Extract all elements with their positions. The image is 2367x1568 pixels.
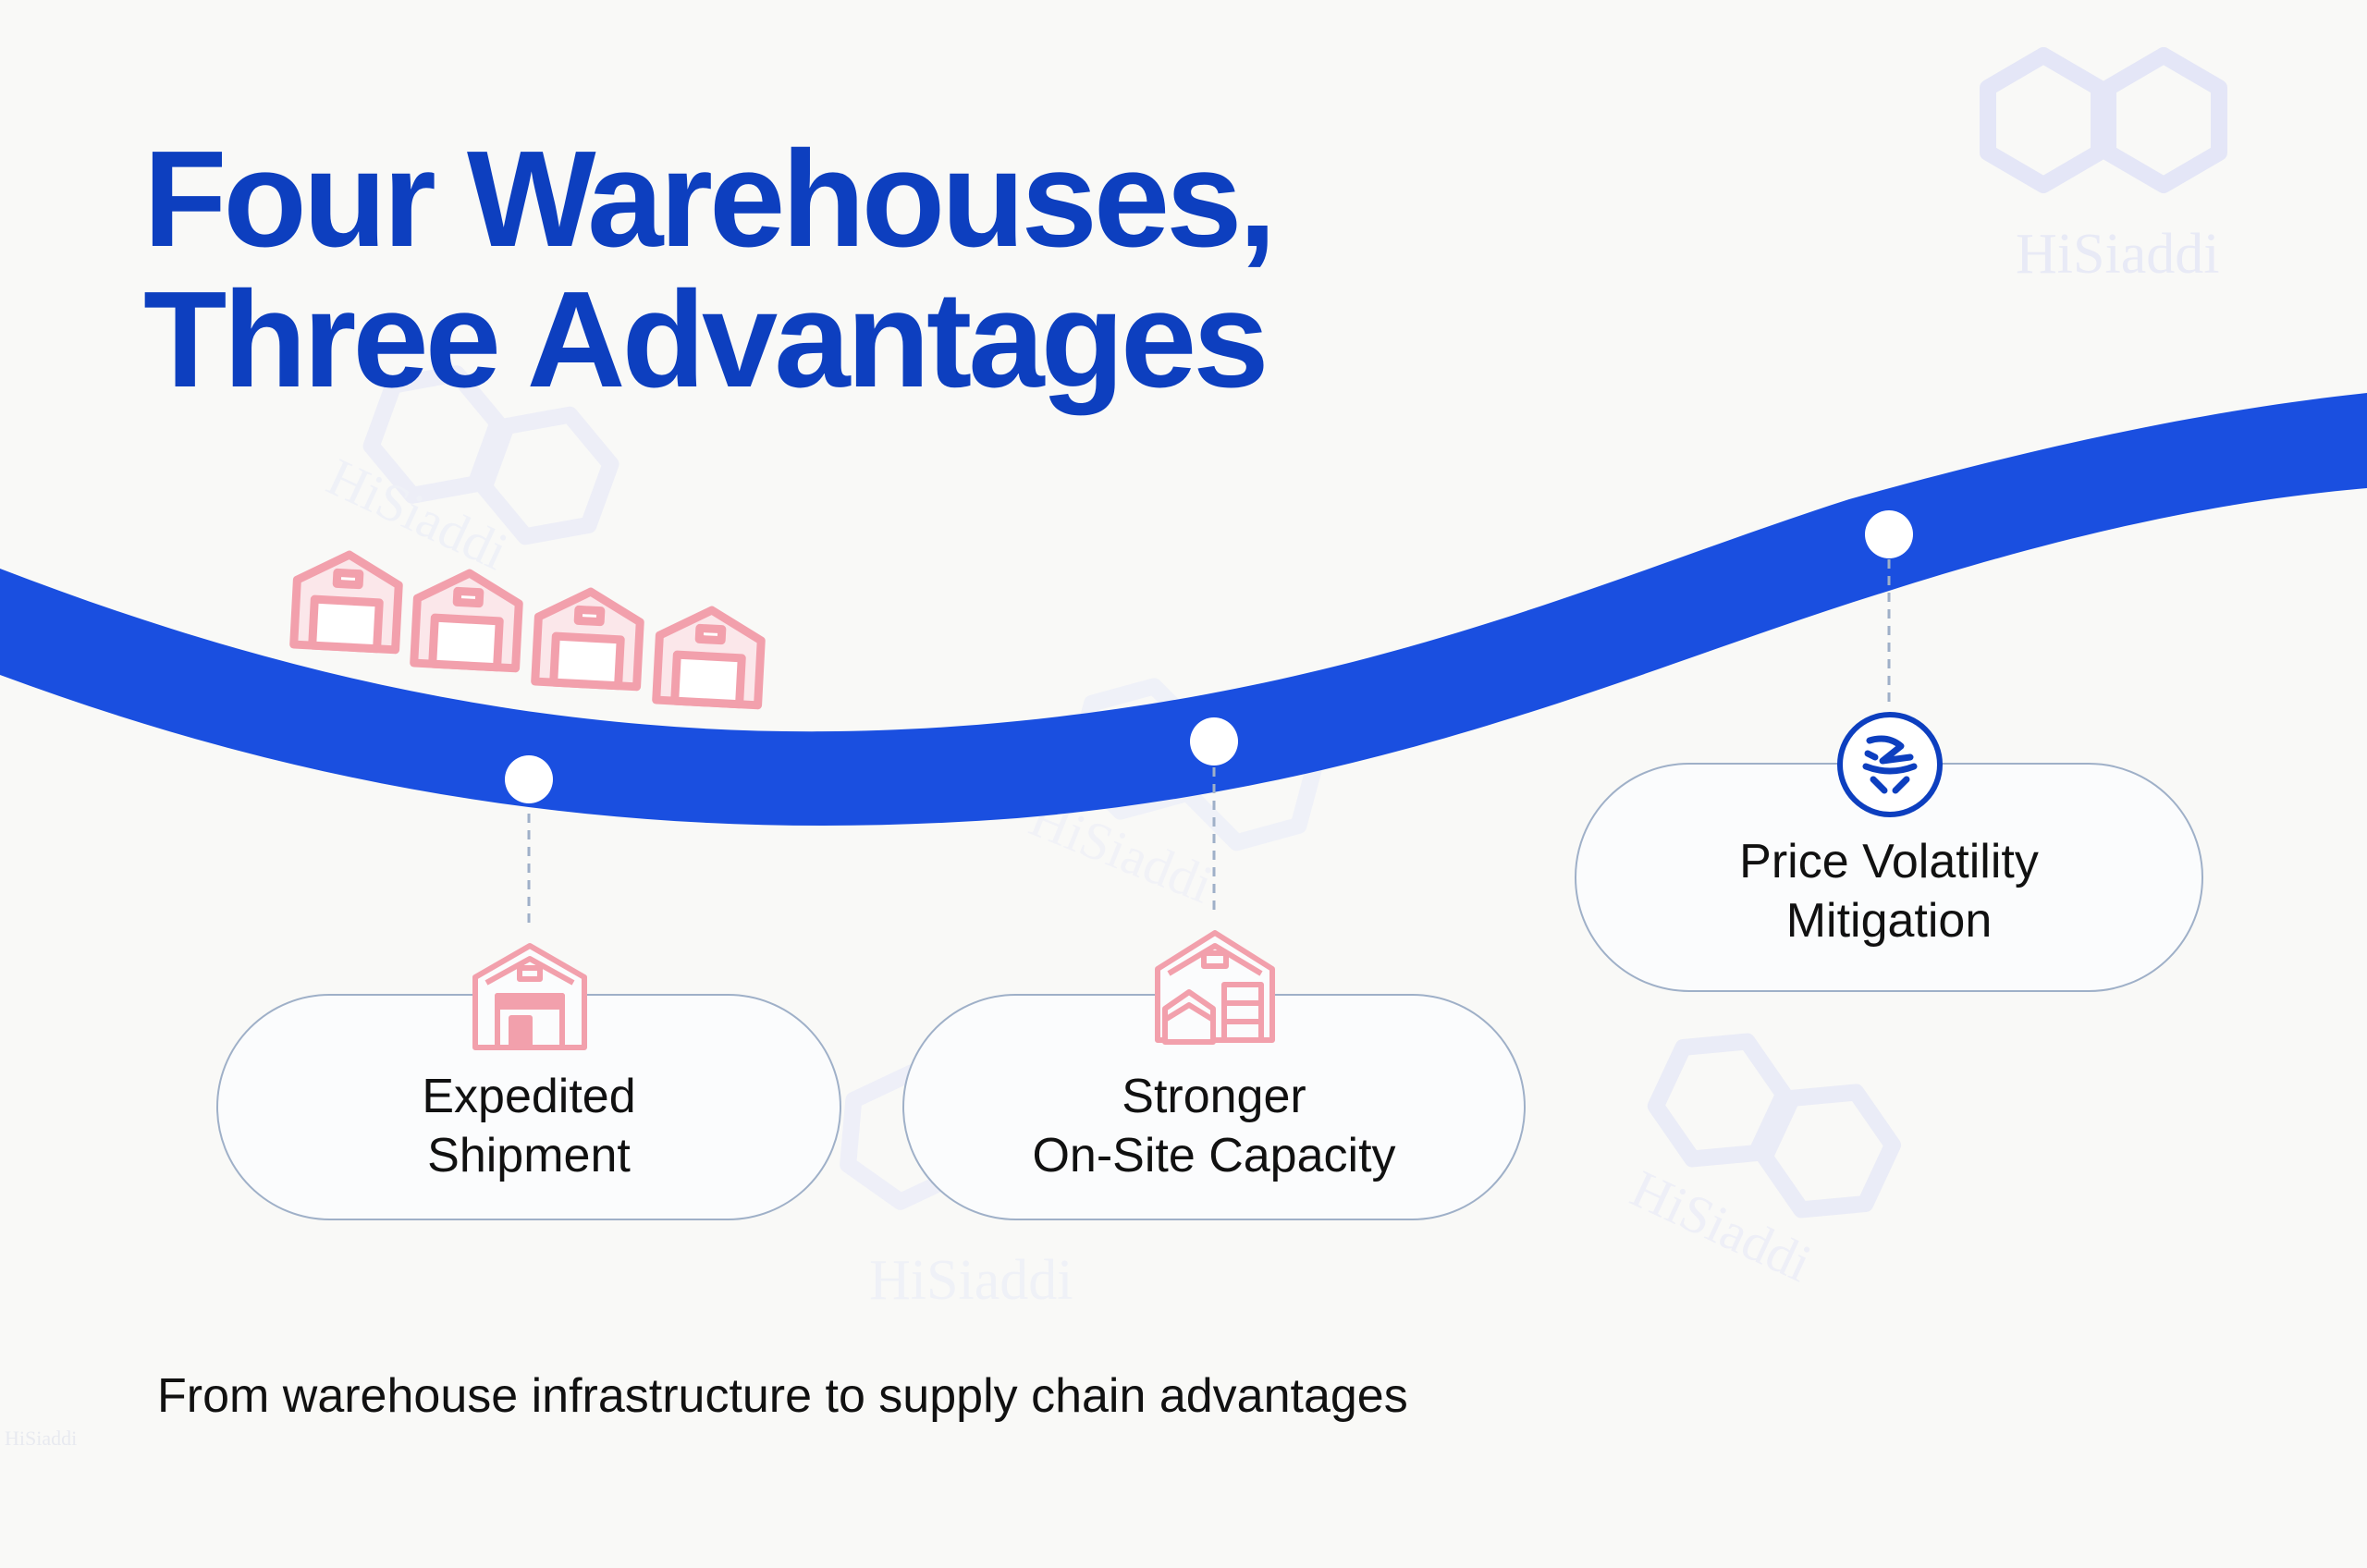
- warehouse-icon: [652, 606, 766, 710]
- title-line-2: Three Advantages: [143, 263, 1269, 416]
- warehouse-icon: [531, 587, 644, 692]
- warehouse-icon: [472, 943, 587, 1050]
- watermark-text: HiSiaddi: [2016, 223, 2219, 286]
- watermark-text: HiSiaddi: [5, 1427, 77, 1450]
- watermark-text: HiSiaddi: [1623, 1158, 1821, 1293]
- advantage-label: Expedited Shipment: [422, 1069, 636, 1182]
- warehouse-capacity-icon: [1155, 930, 1275, 1045]
- watermark-text: HiSiaddi: [869, 1249, 1073, 1312]
- milestone-dot: [1190, 717, 1238, 766]
- footer-caption: From warehouse infrastructure to supply …: [157, 1369, 1408, 1423]
- price-stability-icon: [1837, 712, 1943, 817]
- advantage-label: Price Volatility Mitigation: [1739, 835, 2039, 948]
- page-title: Four Warehouses, Three Advantages: [143, 123, 1277, 416]
- advantage-label: Stronger On-Site Capacity: [1032, 1069, 1396, 1182]
- milestone-dot: [1865, 510, 1913, 558]
- title-line-1: Four Warehouses,: [143, 123, 1277, 276]
- journey-ribbon: [0, 393, 2367, 826]
- milestone-dot: [505, 755, 553, 803]
- warehouse-icon: [410, 569, 523, 673]
- watermark-logo-icon: [1988, 55, 2219, 185]
- warehouse-icon: [289, 550, 403, 655]
